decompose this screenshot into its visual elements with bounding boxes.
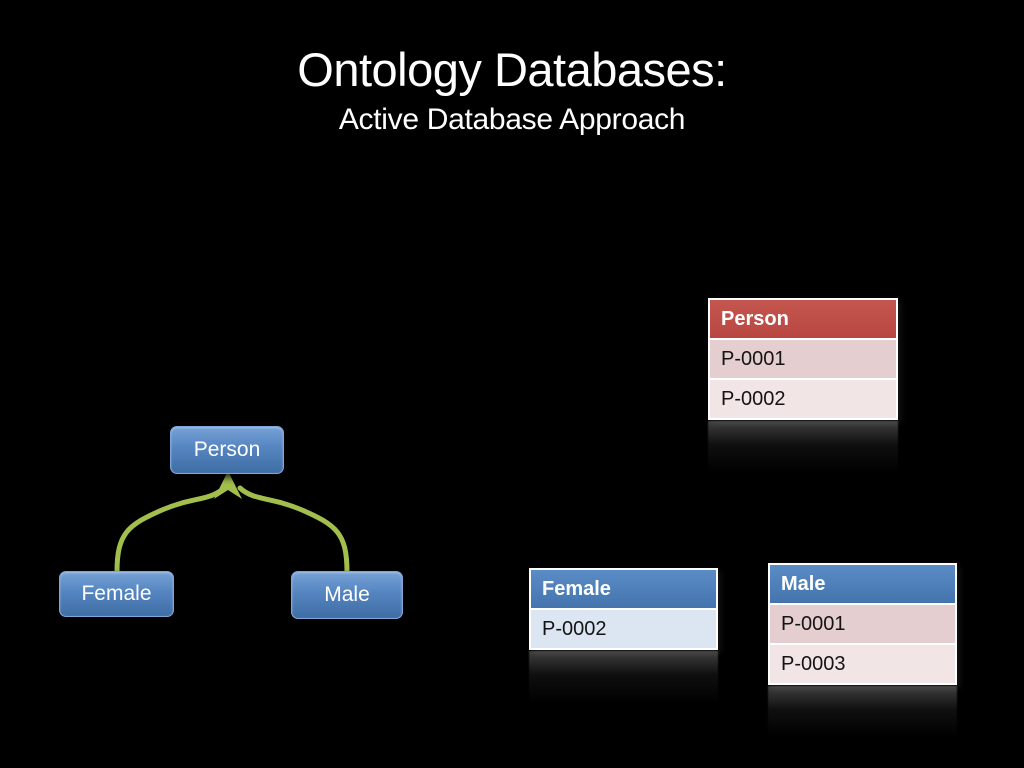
female-table-reflection (529, 651, 718, 703)
tree-node-person: Person (170, 426, 284, 474)
person-table-reflection (708, 421, 898, 473)
tree-node-male: Male (291, 571, 403, 619)
tree-node-female: Female (59, 571, 174, 617)
female-table: Female P-0002 (529, 568, 718, 703)
male-table-row: P-0001 (770, 603, 955, 643)
arrowhead-icon (214, 471, 242, 499)
male-table-row: P-0003 (770, 643, 955, 683)
person-table-row: P-0002 (710, 378, 896, 418)
female-table-header: Female (531, 570, 716, 608)
ontology-arrows (114, 471, 350, 575)
person-table-header: Person (710, 300, 896, 338)
male-to-person-arrow-line (237, 485, 350, 575)
title-block: Ontology Databases: Active Database Appr… (0, 40, 1024, 140)
male-table-header: Male (770, 565, 955, 603)
tree-node-male-label: Male (324, 583, 370, 606)
male-table-reflection (768, 686, 957, 738)
male-table: Male P-0001 P-0003 (768, 563, 957, 738)
female-table-row: P-0002 (531, 608, 716, 648)
person-table-row: P-0001 (710, 338, 896, 378)
person-table: Person P-0001 P-0002 (708, 298, 898, 473)
slide-subtitle: Active Database Approach (338, 103, 686, 136)
female-to-person-arrow-line (114, 485, 227, 575)
tree-node-person-label: Person (193, 438, 261, 461)
tree-node-female-label: Female (81, 582, 152, 605)
slide-title: Ontology Databases: (297, 43, 727, 96)
